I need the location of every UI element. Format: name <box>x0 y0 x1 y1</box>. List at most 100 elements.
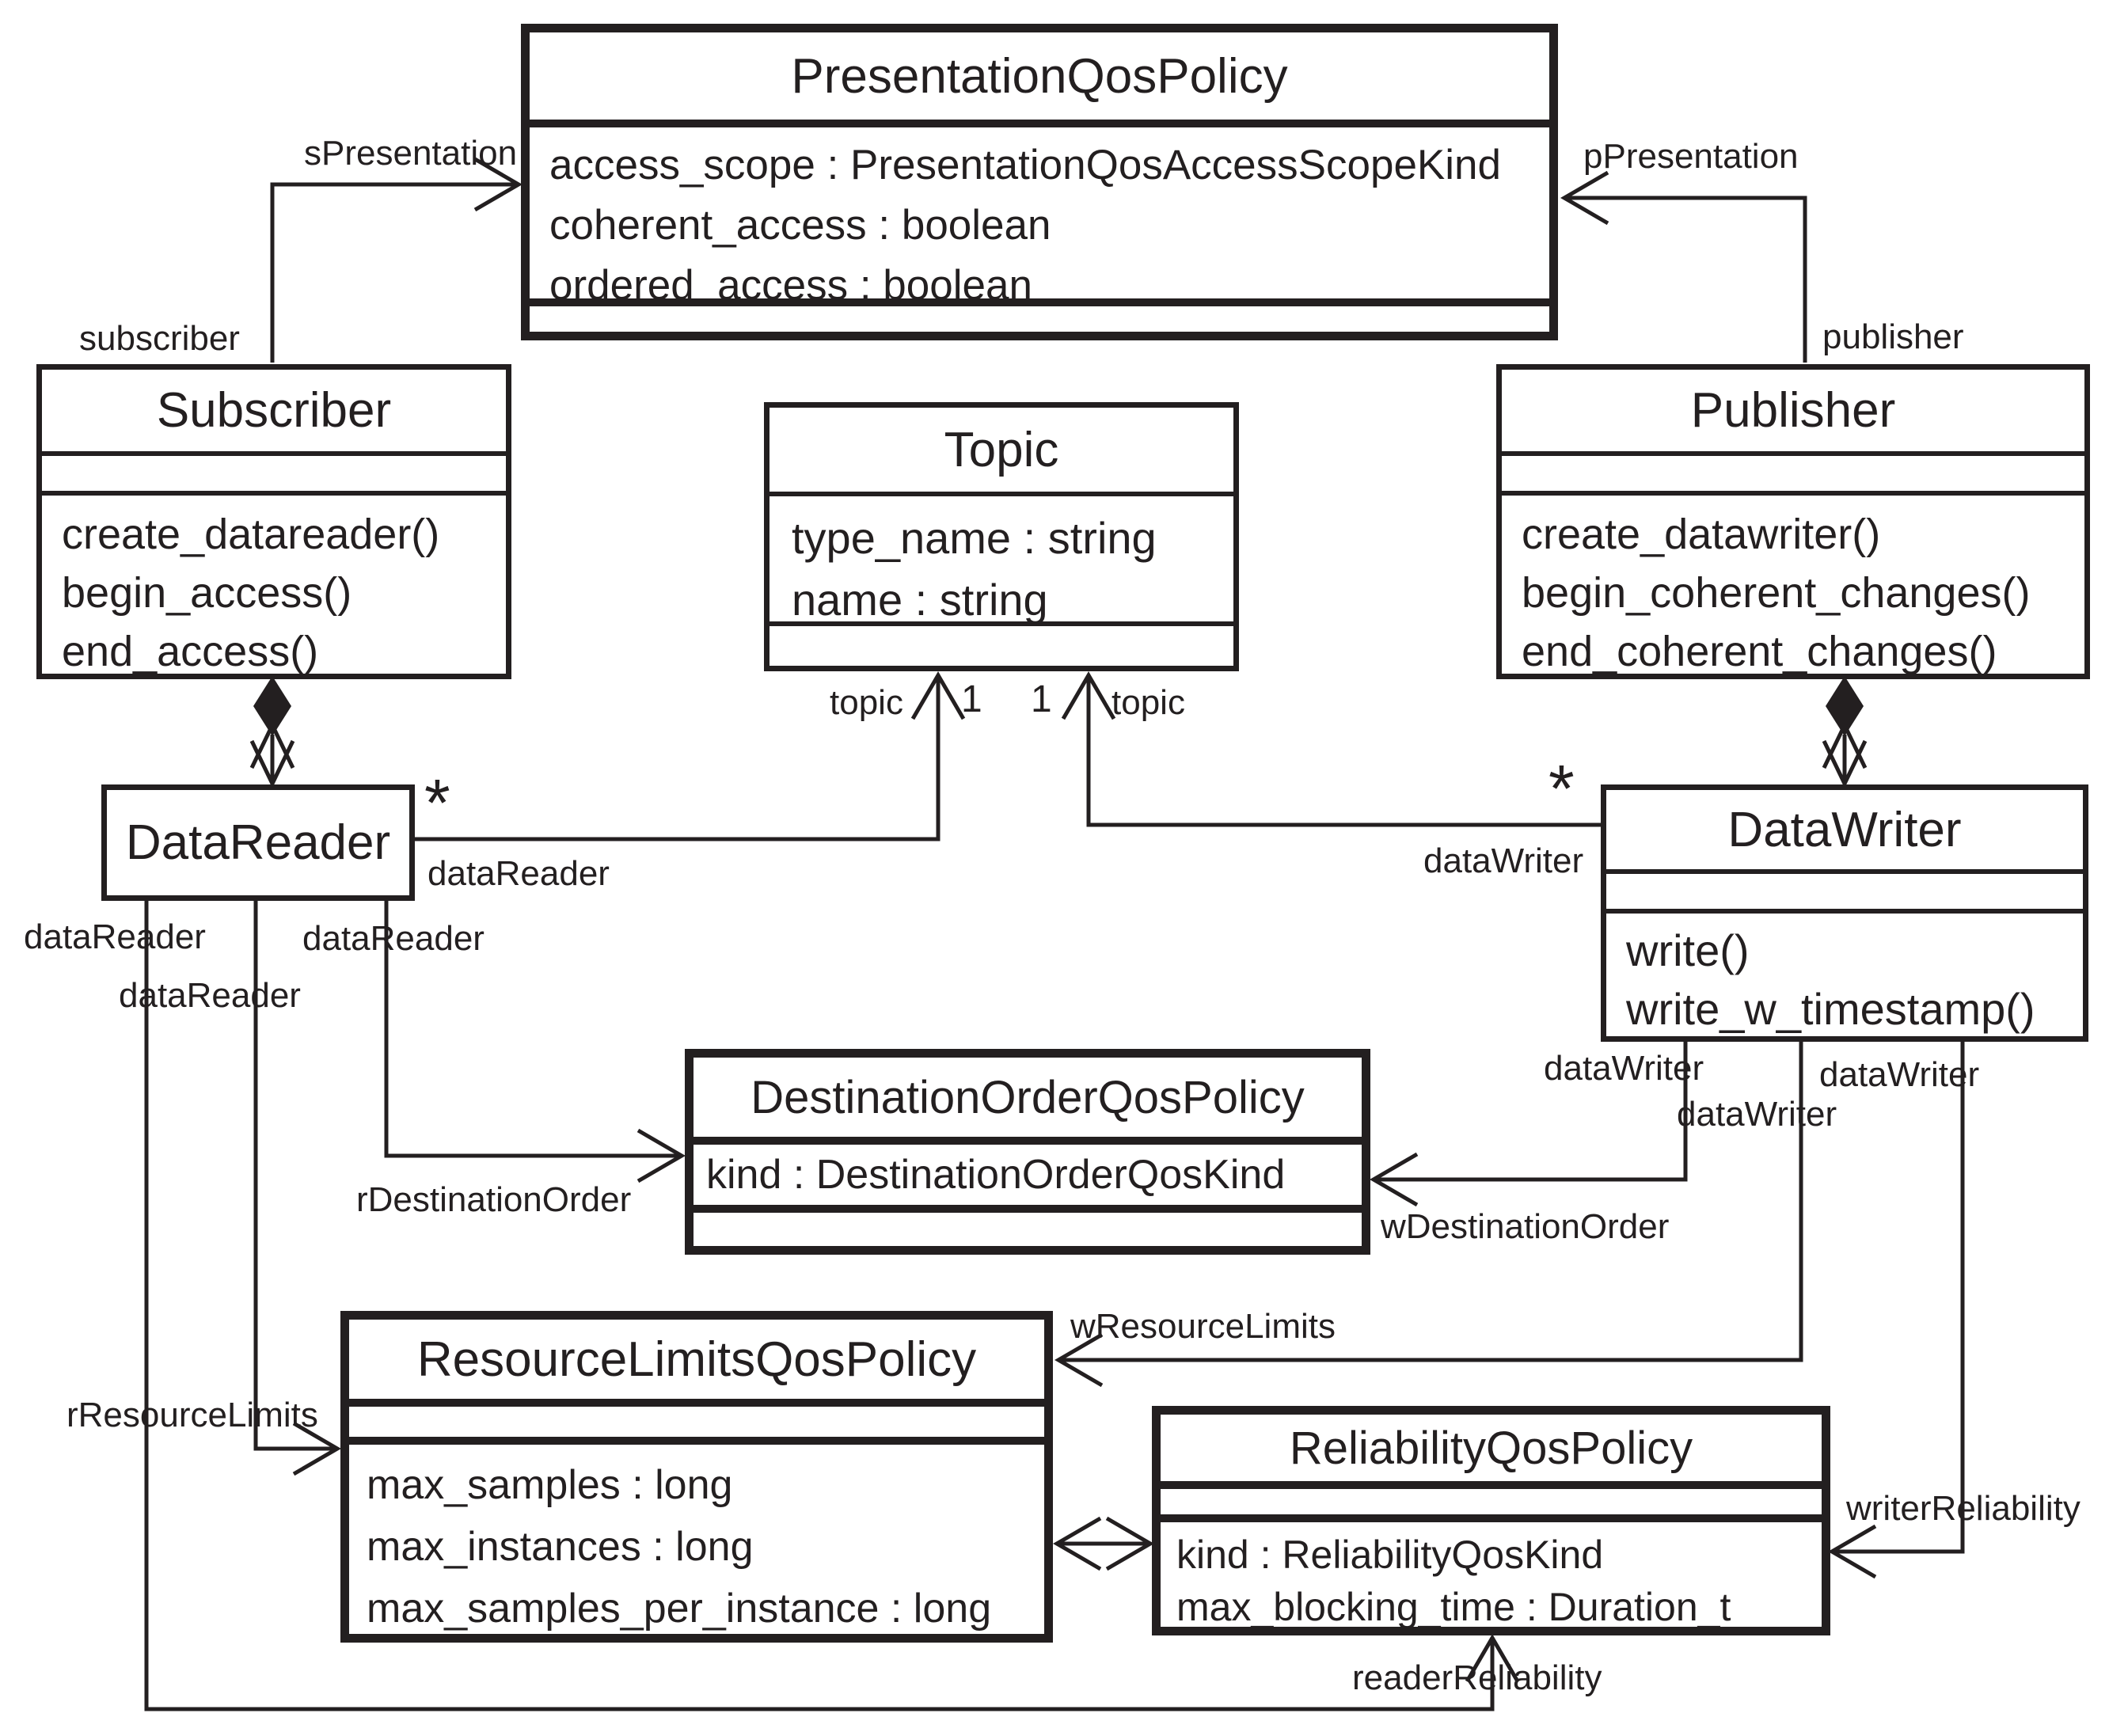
operation-row: write_w_timestamp() <box>1626 984 2035 1034</box>
role-label-datareader-b: dataReader <box>302 919 484 958</box>
operation-row: begin_coherent_changes() <box>1522 569 2031 617</box>
role-label-wdestinationorder: wDestinationOrder <box>1381 1207 1670 1246</box>
class-publisher: Publisher create_datawriter() begin_cohe… <box>1496 364 2090 679</box>
subscriber-presentation-connector <box>270 182 515 363</box>
attribute-row: max_samples : long <box>367 1462 733 1508</box>
role-label-writerreliability: writerReliability <box>1846 1489 2080 1528</box>
datawriter-destinationorder-connector <box>1377 1042 1688 1182</box>
class-title: PresentationQosPolicy <box>791 48 1288 104</box>
datareader-destinationorder-connector <box>384 901 679 1158</box>
datareader-topic-connector <box>415 678 940 841</box>
role-label-spresentation: sPresentation <box>304 134 518 173</box>
role-label-datareader-a: dataReader <box>24 917 206 956</box>
operations-compartment-empty <box>770 621 1233 666</box>
composition-diamond-publisher-icon <box>1826 676 1864 736</box>
role-label-rdestinationorder: rDestinationOrder <box>356 1180 632 1219</box>
attribute-row: coherent_access : boolean <box>549 202 1051 249</box>
class-data-reader: DataReader <box>101 784 415 901</box>
class-resource-limits-qos-policy: ResourceLimitsQosPolicy max_samples : lo… <box>340 1311 1053 1643</box>
multiplicity-star-datawriter: * <box>1548 751 1575 826</box>
operation-row: create_datareader() <box>62 511 440 558</box>
datawriter-reliability-connector <box>1835 1042 1965 1554</box>
operation-row: create_datawriter() <box>1522 511 1881 558</box>
operations-compartment: write() write_w_timestamp() <box>1606 909 2083 1036</box>
datareader-resourcelimits-connector <box>253 901 334 1451</box>
attribute-row: ordered_access : boolean <box>549 262 1032 298</box>
arrowhead-topic-right-icon <box>1061 671 1116 720</box>
attributes-compartment-empty <box>42 451 506 491</box>
class-subscriber: Subscriber create_datareader() begin_acc… <box>36 364 511 679</box>
role-label-wresourcelimits: wResourceLimits <box>1070 1307 1336 1346</box>
composition-diamond-subscriber-icon <box>253 676 291 736</box>
operations-compartment: create_datareader() begin_access() end_a… <box>42 491 506 674</box>
arrowhead-wdestinationorder-icon <box>1370 1152 1419 1207</box>
role-label-topic-right: topic <box>1112 683 1185 722</box>
attributes-compartment: access_scope : PresentationQosAccessScop… <box>530 120 1549 298</box>
attribute-row: max_blocking_time : Duration_t <box>1176 1585 1731 1627</box>
class-topic: Topic type_name : string name : string <box>764 402 1239 671</box>
class-title: Subscriber <box>156 383 392 438</box>
role-label-datawriter-a: dataWriter <box>1544 1049 1704 1088</box>
class-title: DestinationOrderQosPolicy <box>750 1071 1305 1123</box>
attributes-compartment: kind : DestinationOrderQosKind <box>694 1137 1362 1205</box>
role-label-rresourcelimits: rResourceLimits <box>66 1396 318 1434</box>
attribute-row: max_instances : long <box>367 1524 754 1570</box>
attributes-compartment: max_samples : long max_instances : long … <box>349 1437 1044 1634</box>
attributes-compartment: type_name : string name : string <box>770 492 1233 621</box>
role-label-datareader-c: dataReader <box>119 976 301 1015</box>
arrowhead-ppresentation-icon <box>1560 170 1609 226</box>
attributes-compartment-empty <box>1502 451 2084 491</box>
attributes-compartment: kind : ReliabilityQosKind max_blocking_t… <box>1161 1514 1822 1627</box>
arrowhead-wresourcelimits-icon <box>1054 1332 1104 1388</box>
multiplicity-star-datareader: * <box>424 765 450 840</box>
arrowhead-down-datareader-icon <box>249 739 295 788</box>
attribute-row: max_samples_per_instance : long <box>367 1586 992 1632</box>
class-reliability-qos-policy: ReliabilityQosPolicy kind : ReliabilityQ… <box>1152 1406 1830 1635</box>
operation-row: write() <box>1626 925 1750 975</box>
role-label-subscriber: subscriber <box>79 319 240 358</box>
arrowhead-rresourcelimits-icon <box>292 1421 341 1476</box>
role-label-datawriter-topic: dataWriter <box>1423 841 1584 880</box>
arrowhead-resourcelimits-icon <box>1053 1516 1102 1571</box>
datawriter-topic-connector <box>1086 678 1601 827</box>
class-title: Publisher <box>1690 383 1896 438</box>
role-label-topic-left: topic <box>830 683 903 722</box>
arrowhead-down-datawriter-icon <box>1822 739 1868 788</box>
datawriter-resourcelimits-connector <box>1062 1042 1803 1362</box>
class-destination-order-qos-policy: DestinationOrderQosPolicy kind : Destina… <box>685 1049 1370 1255</box>
class-title: Topic <box>944 422 1059 477</box>
role-label-ppresentation: pPresentation <box>1583 137 1799 176</box>
arrowhead-readerreliability-icon <box>1465 1634 1520 1683</box>
operation-row: begin_access() <box>62 569 352 617</box>
attributes-compartment-empty <box>1606 869 2083 909</box>
operation-row: end_coherent_changes() <box>1522 628 1997 674</box>
arrowhead-spresentation-icon <box>473 157 522 212</box>
operations-compartment: create_datawriter() begin_coherent_chang… <box>1502 491 2084 674</box>
attribute-row: kind : DestinationOrderQosKind <box>706 1152 1286 1198</box>
arrowhead-writerreliability-icon <box>1828 1524 1877 1579</box>
attribute-row: kind : ReliabilityQosKind <box>1176 1533 1604 1577</box>
role-label-publisher: publisher <box>1822 317 1964 356</box>
class-title: ReliabilityQosPolicy <box>1289 1422 1693 1474</box>
class-title: DataReader <box>125 815 391 870</box>
operations-compartment-empty <box>694 1205 1362 1246</box>
multiplicity-one-left: 1 <box>961 678 982 720</box>
operations-compartment-empty <box>530 298 1549 332</box>
arrowhead-reliability-icon <box>1105 1516 1154 1571</box>
role-label-datawriter-b: dataWriter <box>1677 1095 1837 1134</box>
role-label-datawriter-c: dataWriter <box>1819 1055 1980 1094</box>
multiplicity-one-right: 1 <box>1031 678 1052 720</box>
role-label-datareader-topic: dataReader <box>428 854 610 893</box>
attribute-row: type_name : string <box>792 513 1157 563</box>
attributes-compartment-empty <box>1161 1481 1822 1514</box>
role-label-readerreliability: readerReliability <box>1352 1658 1602 1697</box>
arrowhead-topic-left-icon <box>910 671 966 720</box>
publisher-presentation-connector <box>1568 196 1807 363</box>
class-title: ResourceLimitsQosPolicy <box>416 1331 977 1387</box>
class-title: DataWriter <box>1727 802 1962 857</box>
datareader-reliability-connector <box>144 901 1495 1711</box>
arrowhead-rdestinationorder-icon <box>636 1128 686 1183</box>
attribute-row: name : string <box>792 575 1048 621</box>
